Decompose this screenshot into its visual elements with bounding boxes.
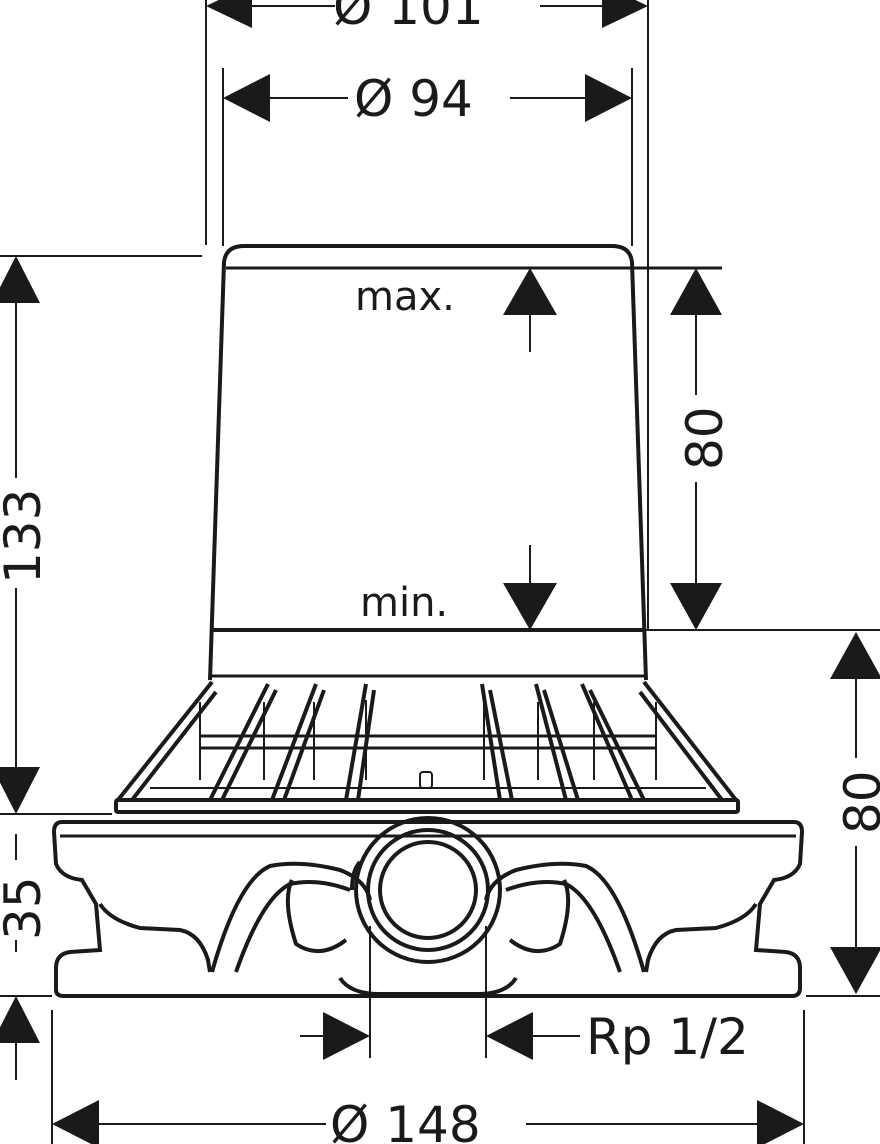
arrow-down xyxy=(670,583,722,630)
base-housing xyxy=(51,820,805,998)
arrow-up xyxy=(0,996,40,1043)
height-housing-label: 80 xyxy=(834,770,880,834)
arrow-up xyxy=(0,256,40,303)
dia-base-label: Ø 148 xyxy=(330,1096,481,1144)
arrow-down xyxy=(0,767,40,814)
max-indicator: max. xyxy=(355,268,557,352)
height-total-label: 133 xyxy=(0,489,52,584)
dia-top-label: Ø 101 xyxy=(333,0,484,36)
dimension-dia-101: Ø 101 xyxy=(205,0,649,630)
inlet-pipe xyxy=(350,816,502,964)
arrow-right xyxy=(323,1012,370,1060)
arrow-up xyxy=(670,268,722,315)
arrow-right xyxy=(602,0,648,28)
dia-body-label: Ø 94 xyxy=(354,70,473,128)
max-label: max. xyxy=(355,274,455,320)
thread-label: Rp 1/2 xyxy=(586,1008,749,1066)
arrow-down xyxy=(503,583,557,630)
dimension-dia-94: Ø 94 xyxy=(222,68,633,246)
dimension-thread: Rp 1/2 xyxy=(300,926,749,1066)
arrow-left xyxy=(52,1100,99,1144)
dimension-height-total: 133 xyxy=(0,256,52,814)
louvre-cage xyxy=(114,680,740,814)
dimension-height-housing: 80 xyxy=(830,632,880,994)
dimension-height-range: 80 xyxy=(670,268,734,630)
arrow-down xyxy=(830,947,880,994)
arrow-left xyxy=(206,0,252,28)
arrow-left xyxy=(486,1012,533,1060)
cylinder-body xyxy=(0,244,722,681)
arrow-left xyxy=(223,74,270,122)
arrow-right xyxy=(585,74,632,122)
dimension-height-base: 35 xyxy=(0,834,52,1080)
height-range-label: 80 xyxy=(676,406,734,470)
arrow-up xyxy=(503,268,557,315)
dimension-dia-148: Ø 148 xyxy=(51,1010,805,1144)
min-indicator: min. xyxy=(360,545,557,630)
min-label: min. xyxy=(360,580,448,626)
arrow-up xyxy=(830,632,880,679)
arrow-right xyxy=(757,1100,804,1144)
height-base-label: 35 xyxy=(0,876,52,940)
